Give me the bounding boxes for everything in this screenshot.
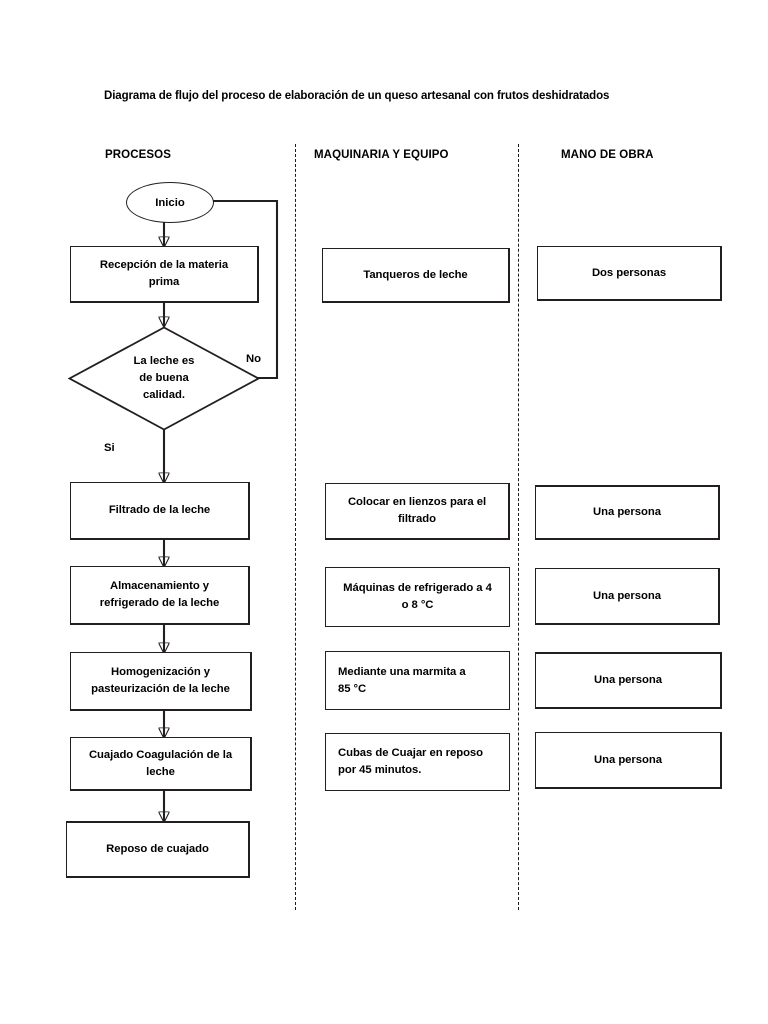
process-box-filtrado[interactable]: Filtrado de la leche — [70, 482, 250, 540]
equipment-box-line1: Máquinas de refrigerado a 4 — [343, 582, 492, 594]
labor-box-label: Dos personas — [591, 266, 667, 279]
process-box-cuajado[interactable]: Cuajado Coagulación de la leche — [70, 737, 252, 791]
process-box-almacenamiento[interactable]: Almacenamiento y refrigerado de la leche — [70, 566, 250, 625]
labor-box-homogenizacion[interactable]: Una persona — [535, 652, 722, 709]
column-header-mano-de-obra: MANO DE OBRA — [561, 149, 654, 161]
flow-start-oval[interactable]: Inicio — [126, 182, 214, 223]
equipment-box-line1: Tanqueros de leche — [363, 268, 468, 281]
decision-label-line2: de buena — [139, 372, 189, 384]
labor-box-label: Una persona — [593, 589, 661, 602]
equipment-box-cubas[interactable]: Cubas de Cuajar en reposo por 45 minutos… — [325, 733, 510, 791]
process-box-line1: Homogenización y — [110, 666, 210, 678]
decision-diamond-calidad-leche[interactable]: La leche es de buena calidad. — [67, 326, 261, 431]
decision-branch-label-si: Si — [104, 442, 115, 454]
equipment-box-line1: Colocar en lienzos para el — [347, 496, 487, 508]
diamond-shape — [67, 326, 261, 431]
process-box-recepcion[interactable]: Recepción de la materia prima — [70, 246, 259, 303]
labor-box-almacenamiento[interactable]: Una persona — [535, 568, 720, 625]
process-box-line2: refrigerado de la leche — [99, 597, 220, 609]
equipment-box-lienzos[interactable]: Colocar en lienzos para el filtrado — [325, 483, 510, 540]
process-box-line1: Filtrado de la leche — [108, 504, 211, 516]
labor-box-recepcion[interactable]: Dos personas — [537, 246, 722, 301]
equipment-box-line2: 85 °C — [338, 682, 367, 695]
column-header-maquinaria-y-equipo: MAQUINARIA Y EQUIPO — [314, 149, 449, 161]
equipment-box-tanqueros[interactable]: Tanqueros de leche — [322, 248, 510, 303]
equipment-box-refrigerado[interactable]: Máquinas de refrigerado a 4 o 8 °C — [325, 567, 510, 627]
equipment-box-line1: Mediante una marmita a — [338, 665, 466, 678]
equipment-box-line1: Cubas de Cuajar en reposo — [338, 747, 484, 759]
equipment-box-marmita[interactable]: Mediante una marmita a 85 °C — [325, 651, 510, 710]
equipment-box-line2: o 8 °C — [401, 599, 434, 611]
process-box-line2: pasteurización de la leche — [91, 683, 230, 695]
decision-branch-label-no: No — [246, 353, 262, 365]
labor-box-label: Una persona — [594, 674, 662, 686]
process-box-homogenizacion[interactable]: Homogenización y pasteurización de la le… — [70, 652, 252, 711]
equipment-box-line2: por 45 minutos. — [338, 764, 422, 776]
labor-box-label: Una persona — [594, 753, 662, 766]
column-divider-right — [518, 144, 519, 910]
flow-start-label: Inicio — [155, 196, 185, 209]
process-box-line2: leche — [146, 765, 175, 778]
process-box-line1: Recepción de la materia — [99, 259, 229, 271]
process-box-line2: prima — [148, 276, 180, 288]
decision-label-line1: La leche es — [133, 355, 195, 367]
labor-box-label: Una persona — [593, 506, 661, 518]
column-divider-left — [295, 144, 296, 910]
equipment-box-line2: filtrado — [398, 513, 436, 525]
process-box-line1: Cuajado Coagulación de la — [88, 748, 233, 761]
process-box-line1: Reposo de cuajado — [106, 843, 209, 855]
labor-box-filtrado[interactable]: Una persona — [535, 485, 720, 540]
labor-box-cuajado[interactable]: Una persona — [535, 732, 722, 789]
process-box-reposo[interactable]: Reposo de cuajado — [66, 821, 250, 878]
column-header-procesos: PROCESOS — [105, 149, 171, 161]
decision-label-line3: calidad. — [142, 389, 186, 401]
page-title: Diagrama de flujo del proceso de elabora… — [104, 90, 610, 102]
process-box-line1: Almacenamiento y — [109, 580, 210, 592]
